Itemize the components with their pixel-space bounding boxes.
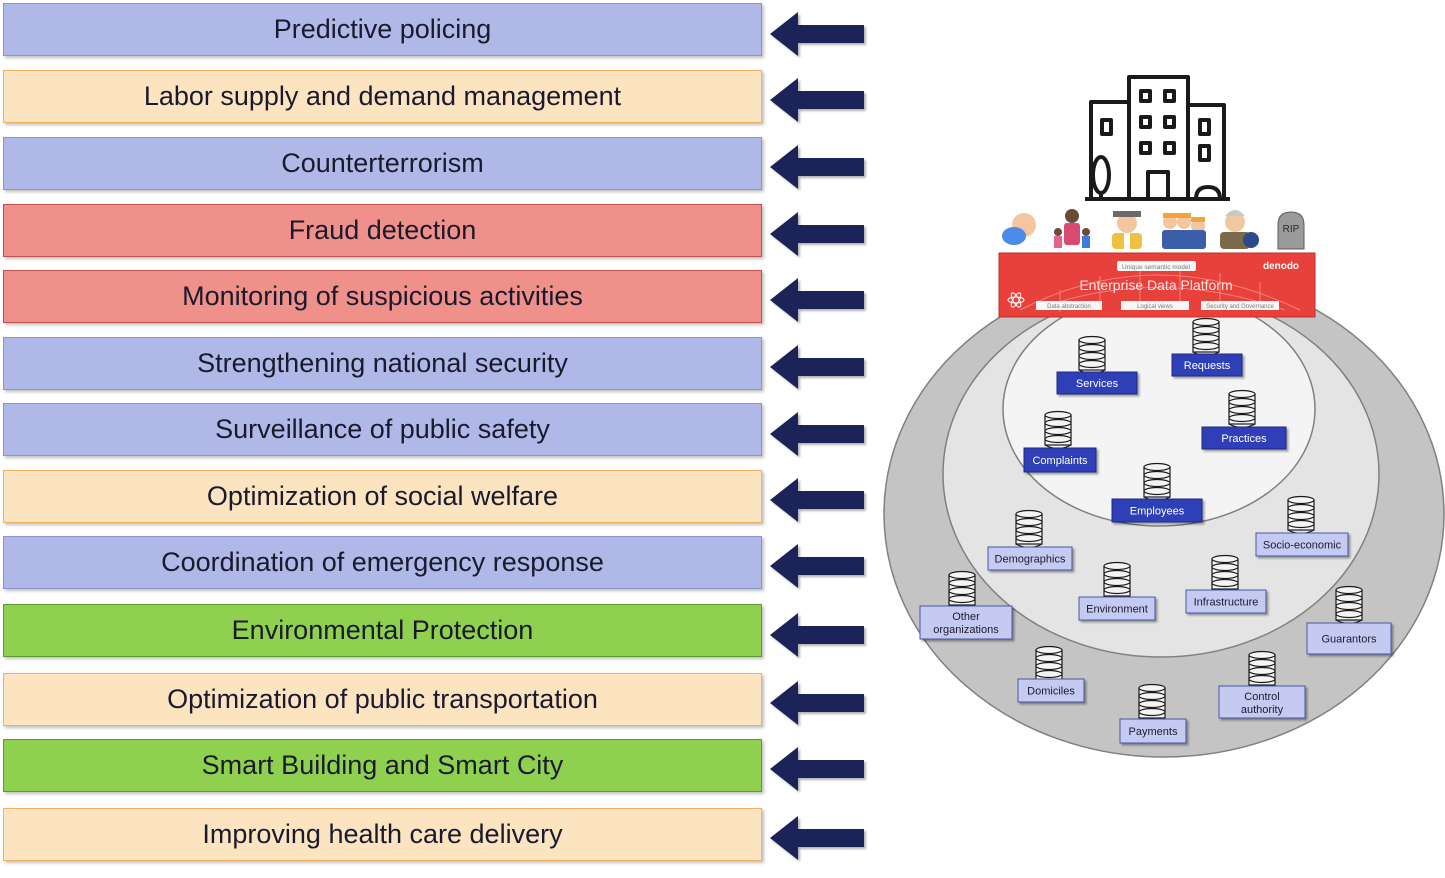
node-label-socio-economic: Socio-economic — [1263, 540, 1342, 552]
arrow-icon — [770, 278, 864, 322]
database-icon — [1138, 683, 1166, 723]
node-label-employees: Employees — [1130, 506, 1185, 518]
node-label-demographics: Demographics — [995, 554, 1066, 566]
database-icon — [1192, 317, 1220, 357]
node-box — [1171, 353, 1243, 377]
database-icon — [1035, 645, 1063, 685]
tombstone-icon: RIP — [1277, 211, 1305, 250]
database-icon — [1211, 554, 1239, 594]
database-icon — [1143, 462, 1171, 502]
use-case-labor-supply: Labor supply and demand management — [3, 70, 762, 123]
database-icon — [1103, 561, 1131, 601]
database-icon — [1335, 585, 1363, 625]
use-case-smart-city: Smart Building and Smart City — [3, 739, 762, 792]
use-case-emergency-response: Coordination of emergency response — [3, 536, 762, 589]
population-icons: RIP — [1002, 209, 1305, 250]
node-box — [1056, 371, 1138, 395]
node-box — [987, 546, 1073, 571]
node-box — [1306, 622, 1392, 655]
arrow-icon — [770, 145, 864, 189]
worker-icon — [1112, 211, 1142, 249]
node-box — [1078, 596, 1156, 621]
workers-group-icon — [1162, 213, 1206, 249]
node-box — [919, 605, 1013, 640]
node-label-services: Services — [1076, 378, 1119, 390]
database-icon — [948, 570, 976, 610]
arrow-icon — [770, 478, 864, 522]
atom-icon — [1007, 292, 1025, 308]
platform-feature-logical-views: Logical views — [1137, 304, 1173, 310]
use-case-health-care: Improving health care delivery — [3, 808, 762, 861]
use-case-public-transportation: Optimization of public transportation — [3, 673, 762, 726]
arrow-icon — [770, 412, 864, 456]
node-label-guarantors: Guarantors — [1321, 634, 1377, 646]
node-label-practices: Practices — [1221, 433, 1267, 445]
use-case-suspicious-activities: Monitoring of suspicious activities — [3, 270, 762, 323]
use-case-social-welfare: Optimization of social welfare — [3, 470, 762, 523]
arrow-icon — [770, 747, 864, 791]
use-case-counterterrorism: Counterterrorism — [3, 137, 762, 190]
arrow-icon — [770, 544, 864, 588]
baby-icon — [1002, 213, 1036, 245]
arrow-icon — [770, 212, 864, 256]
database-icon — [1248, 650, 1276, 690]
node-label-complaints: Complaints — [1032, 455, 1088, 467]
node-box — [1111, 498, 1203, 523]
node-label-environment: Environment — [1086, 604, 1148, 616]
node-box — [1017, 678, 1085, 703]
use-case-national-security: Strengthening national security — [3, 337, 762, 390]
node-box — [1201, 426, 1287, 450]
use-case-fraud-detection: Fraud detection — [3, 204, 762, 257]
platform-subtitle: Unique semantic model — [1122, 264, 1190, 271]
arrow-icon — [770, 78, 864, 122]
use-case-environmental-protection: Environmental Protection — [3, 604, 762, 657]
node-box — [1185, 589, 1267, 614]
node-box — [1119, 718, 1187, 744]
building-icon — [1085, 75, 1230, 201]
node-label-infrastructure: Infrastructure — [1194, 597, 1259, 609]
elderly-icon — [1220, 210, 1259, 249]
use-case-predictive-policing: Predictive policing — [3, 3, 762, 56]
platform-feature-governance: Security and Governance — [1206, 304, 1274, 310]
family-icon — [1054, 209, 1090, 248]
node-label-requests: Requests — [1184, 360, 1231, 372]
denodo-logo: denodo — [1263, 261, 1299, 272]
node-label-payments: Payments — [1129, 726, 1178, 738]
node-box — [1255, 532, 1349, 557]
use-case-public-safety: Surveillance of public safety — [3, 403, 762, 456]
arrow-icon — [770, 613, 864, 657]
database-icon — [1078, 335, 1106, 375]
node-box — [1218, 685, 1306, 719]
arrow-icon — [770, 345, 864, 389]
node-box — [1023, 447, 1097, 473]
platform-title: Enterprise Data Platform — [1079, 277, 1232, 293]
arrow-icon — [770, 12, 864, 56]
node-label-domiciles: Domiciles — [1027, 686, 1075, 698]
database-icon — [1228, 389, 1256, 429]
database-icon — [1015, 509, 1043, 549]
platform-feature-abstraction: Data abstraction — [1047, 304, 1091, 310]
enterprise-data-platform: Unique semantic model Enterprise Data Pl… — [998, 252, 1316, 318]
data-source-nodes: Services RequestsPracticesComplaintsEmplo… — [919, 317, 1392, 744]
arrow-icon — [770, 681, 864, 725]
tombstone-text: RIP — [1283, 224, 1300, 235]
arrow-icon — [770, 816, 864, 860]
database-icon — [1287, 495, 1315, 535]
database-icon — [1044, 410, 1072, 450]
